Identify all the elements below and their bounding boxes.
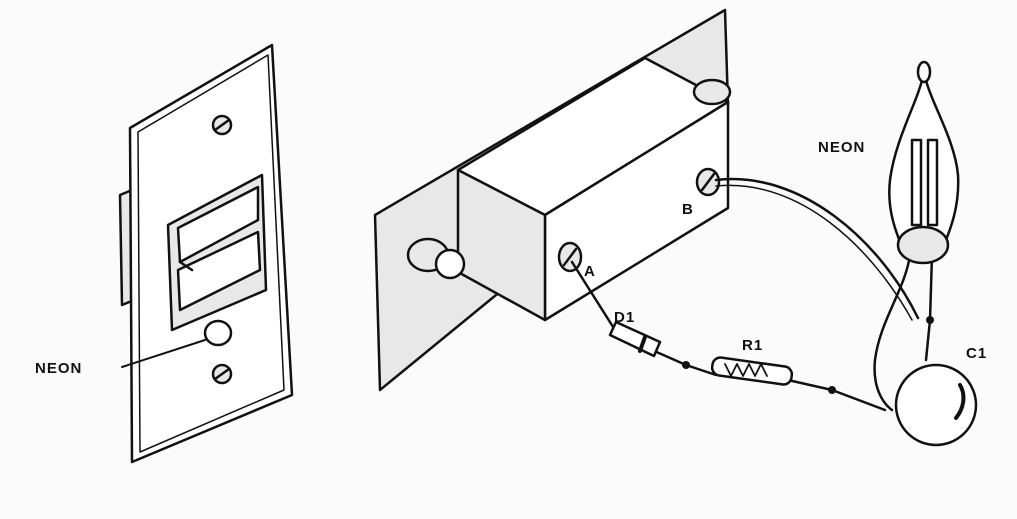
- junction-dot: [926, 316, 934, 324]
- screw-top: [211, 114, 233, 136]
- right-neon-label: NEON: [818, 139, 865, 156]
- capacitor-label: C1: [966, 345, 987, 362]
- diode-label: D1: [614, 309, 635, 326]
- wall-switch-plate: NEON: [35, 43, 294, 464]
- mounting-screw-right: [692, 78, 732, 106]
- switch-assembly: A B: [373, 8, 732, 392]
- neon-indicator: [203, 319, 233, 347]
- neon-bulb: NEON: [818, 60, 960, 265]
- junction-dot: [682, 361, 690, 369]
- left-neon-label: NEON: [35, 360, 82, 377]
- capacitor-c1: C1: [894, 345, 987, 447]
- resistor-label: R1: [742, 337, 763, 354]
- terminal-b: [695, 167, 721, 197]
- rocker-switches: [166, 173, 268, 332]
- diode-d1: D1: [608, 309, 662, 358]
- terminal-b-label: B: [682, 201, 694, 218]
- mounting-screw-left: [406, 237, 466, 280]
- junction-dot: [828, 386, 836, 394]
- terminal-a-label: A: [584, 263, 596, 280]
- screw-bottom: [211, 363, 233, 385]
- terminal-a: [557, 241, 583, 273]
- wiring: [570, 177, 934, 412]
- resistor-r1: R1: [710, 337, 794, 386]
